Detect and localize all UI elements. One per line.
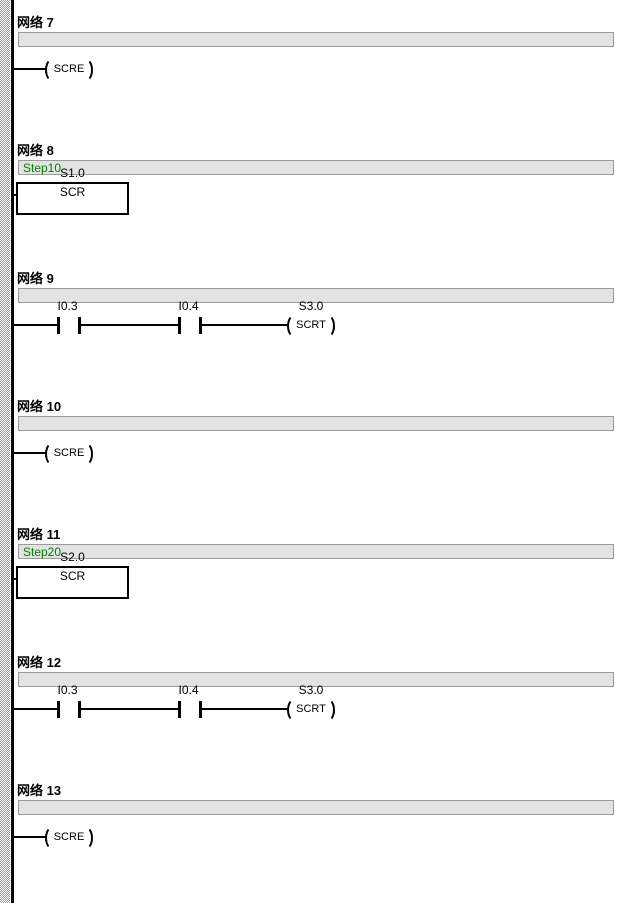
operand-label: S2.0 [60,550,85,564]
coil-scre[interactable]: SCRE [45,442,93,466]
network-title: 网络 11 [17,524,60,543]
coil-paren-left [45,58,53,82]
network-title-number: 8 [43,143,54,158]
operand-label: S3.0 [298,683,324,697]
rung-stub [13,578,17,580]
operand-label: I0.3 [57,299,78,313]
network-title: 网络 12 [17,652,61,671]
network-comment-bar[interactable]: Step10 [18,160,614,175]
rung-wire-segment [78,708,178,710]
network-title-number: 12 [43,655,62,670]
rung-wire [13,836,46,838]
network-title: 网络 8 [17,140,54,159]
rung-wire [13,68,46,70]
power-rail [11,0,14,903]
coil-scrt[interactable]: SCRT [287,698,335,722]
contact-bar[interactable] [57,701,60,718]
rung-wire-segment [78,324,178,326]
network-title: 网络 10 [17,396,61,415]
network-title-prefix: 网络 [17,783,44,798]
network-title-prefix: 网络 [17,271,44,286]
coil-paren-left [287,698,295,722]
scr-box-label: SCR [59,569,86,583]
left-gutter-dither [0,0,10,903]
network-comment-bar[interactable] [18,416,614,431]
coil-paren-right [85,58,93,82]
coil-label: SCRE [53,63,85,75]
operand-label: S1.0 [60,166,85,180]
network-comment-bar[interactable] [18,288,614,303]
coil-paren-right [327,314,335,338]
rung-wire-segment [13,708,57,710]
network-title-number: 10 [43,399,62,414]
network-title: 网络 13 [17,780,61,799]
contact-bar[interactable] [178,317,181,334]
operand-label: I0.4 [178,299,199,313]
network-title-prefix: 网络 [17,15,44,30]
rung-wire-segment [200,324,288,326]
coil-label: SCRT [296,319,326,331]
network-title: 网络 9 [17,268,54,287]
contact-bar[interactable] [199,317,202,334]
scr-box[interactable]: SCR [16,182,129,215]
rung-wire-segment [13,324,57,326]
coil-scrt[interactable]: SCRT [287,314,335,338]
contact-bar[interactable] [78,317,81,334]
coil-paren-right [85,826,93,850]
coil-label: SCRE [53,447,85,459]
network-title-prefix: 网络 [17,655,44,670]
coil-label: SCRT [296,703,326,715]
coil-scre[interactable]: SCRE [45,58,93,82]
scr-box[interactable]: SCR [16,566,129,599]
network-title-number: 11 [43,527,61,542]
operand-label: I0.3 [57,683,78,697]
network-title-number: 7 [43,15,54,30]
network-title-number: 9 [43,271,54,286]
scr-box-label: SCR [59,185,86,199]
operand-label: S3.0 [298,299,324,313]
coil-scre[interactable]: SCRE [45,826,93,850]
contact-bar[interactable] [178,701,181,718]
network-title: 网络 7 [17,12,54,31]
coil-paren-right [85,442,93,466]
operand-label: I0.4 [178,683,199,697]
network-comment-bar[interactable] [18,800,614,815]
network-comment-text: Step20 [23,545,62,559]
network-title-prefix: 网络 [17,399,44,414]
network-comment-bar[interactable] [18,32,614,47]
coil-label: SCRE [53,831,85,843]
rung-wire-segment [200,708,288,710]
coil-paren-left [287,314,295,338]
coil-paren-left [45,826,53,850]
contact-bar[interactable] [199,701,202,718]
network-title-prefix: 网络 [17,143,44,158]
rung-stub [13,194,17,196]
network-comment-bar[interactable] [18,672,614,687]
coil-paren-left [45,442,53,466]
coil-paren-right [327,698,335,722]
network-title-number: 13 [43,783,62,798]
network-comment-text: Step10 [23,161,62,175]
network-comment-bar[interactable]: Step20 [18,544,614,559]
contact-bar[interactable] [57,317,60,334]
network-title-prefix: 网络 [17,527,44,542]
rung-wire [13,452,46,454]
contact-bar[interactable] [78,701,81,718]
